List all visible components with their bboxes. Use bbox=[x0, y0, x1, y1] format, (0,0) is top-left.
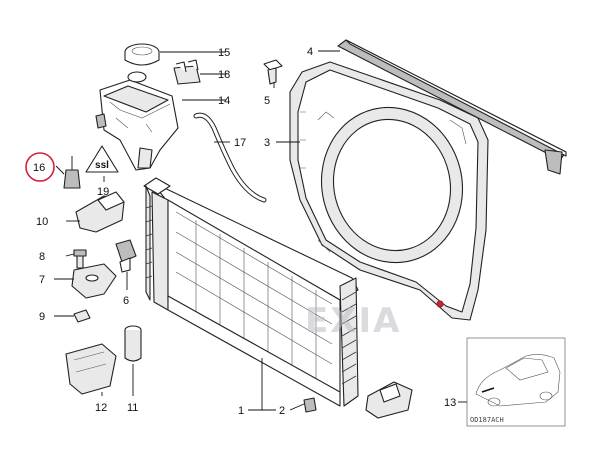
callout-10[interactable]: 10 bbox=[36, 216, 48, 228]
callout-19[interactable]: 19 bbox=[97, 186, 109, 198]
highlight-circle bbox=[25, 152, 55, 182]
tank-bracket[interactable] bbox=[173, 59, 201, 85]
callout-14[interactable]: 14 bbox=[218, 95, 230, 107]
callout-12[interactable]: 12 bbox=[95, 402, 107, 414]
callout-17[interactable]: 17 bbox=[234, 137, 246, 149]
callout-11[interactable]: 11 bbox=[127, 402, 138, 414]
clip[interactable] bbox=[73, 309, 91, 323]
air-duct[interactable] bbox=[65, 343, 117, 395]
leader-lines bbox=[54, 50, 467, 411]
seal-strip[interactable] bbox=[337, 39, 567, 175]
tank-cap[interactable] bbox=[124, 43, 160, 66]
radiator[interactable] bbox=[143, 177, 359, 407]
lower-bracket[interactable] bbox=[71, 263, 117, 299]
expansion-tank[interactable] bbox=[95, 71, 179, 171]
expanding-plug[interactable] bbox=[263, 59, 283, 85]
vehicle-inset: OD187ACH bbox=[466, 337, 566, 427]
rubber-mount[interactable] bbox=[115, 239, 137, 273]
callout-2[interactable]: 2 bbox=[279, 405, 285, 417]
bolt[interactable] bbox=[73, 249, 87, 269]
callout-3[interactable]: 3 bbox=[264, 137, 270, 149]
callout-16[interactable]: 16 bbox=[33, 162, 45, 174]
red-marker-icon bbox=[436, 300, 444, 308]
callout-9[interactable]: 9 bbox=[39, 311, 45, 323]
callout-15[interactable]: 15 bbox=[218, 47, 230, 59]
callout-13[interactable]: 13 bbox=[444, 397, 456, 409]
warning-sign-label: ssl bbox=[85, 145, 119, 173]
level-sensor[interactable] bbox=[63, 156, 81, 189]
callout-8[interactable]: 8 bbox=[39, 251, 45, 263]
mount-bracket[interactable] bbox=[75, 191, 125, 233]
callout-4[interactable]: 4 bbox=[307, 46, 313, 58]
drain-plug[interactable] bbox=[303, 397, 317, 413]
callout-5[interactable]: 5 bbox=[264, 95, 270, 107]
warning-sign-symbol: ssl bbox=[95, 160, 109, 171]
watermark: EXIA bbox=[305, 301, 401, 341]
callout-1[interactable]: 1 bbox=[238, 405, 244, 417]
callout-18[interactable]: 18 bbox=[218, 69, 230, 81]
rubber-buffer[interactable] bbox=[124, 325, 142, 362]
air-guide[interactable] bbox=[365, 381, 413, 419]
inset-code: OD187ACH bbox=[470, 416, 504, 424]
fan-shroud[interactable] bbox=[289, 61, 489, 321]
overflow-hose[interactable] bbox=[193, 112, 267, 203]
callout-7[interactable]: 7 bbox=[39, 274, 45, 286]
callout-6[interactable]: 6 bbox=[123, 295, 129, 307]
